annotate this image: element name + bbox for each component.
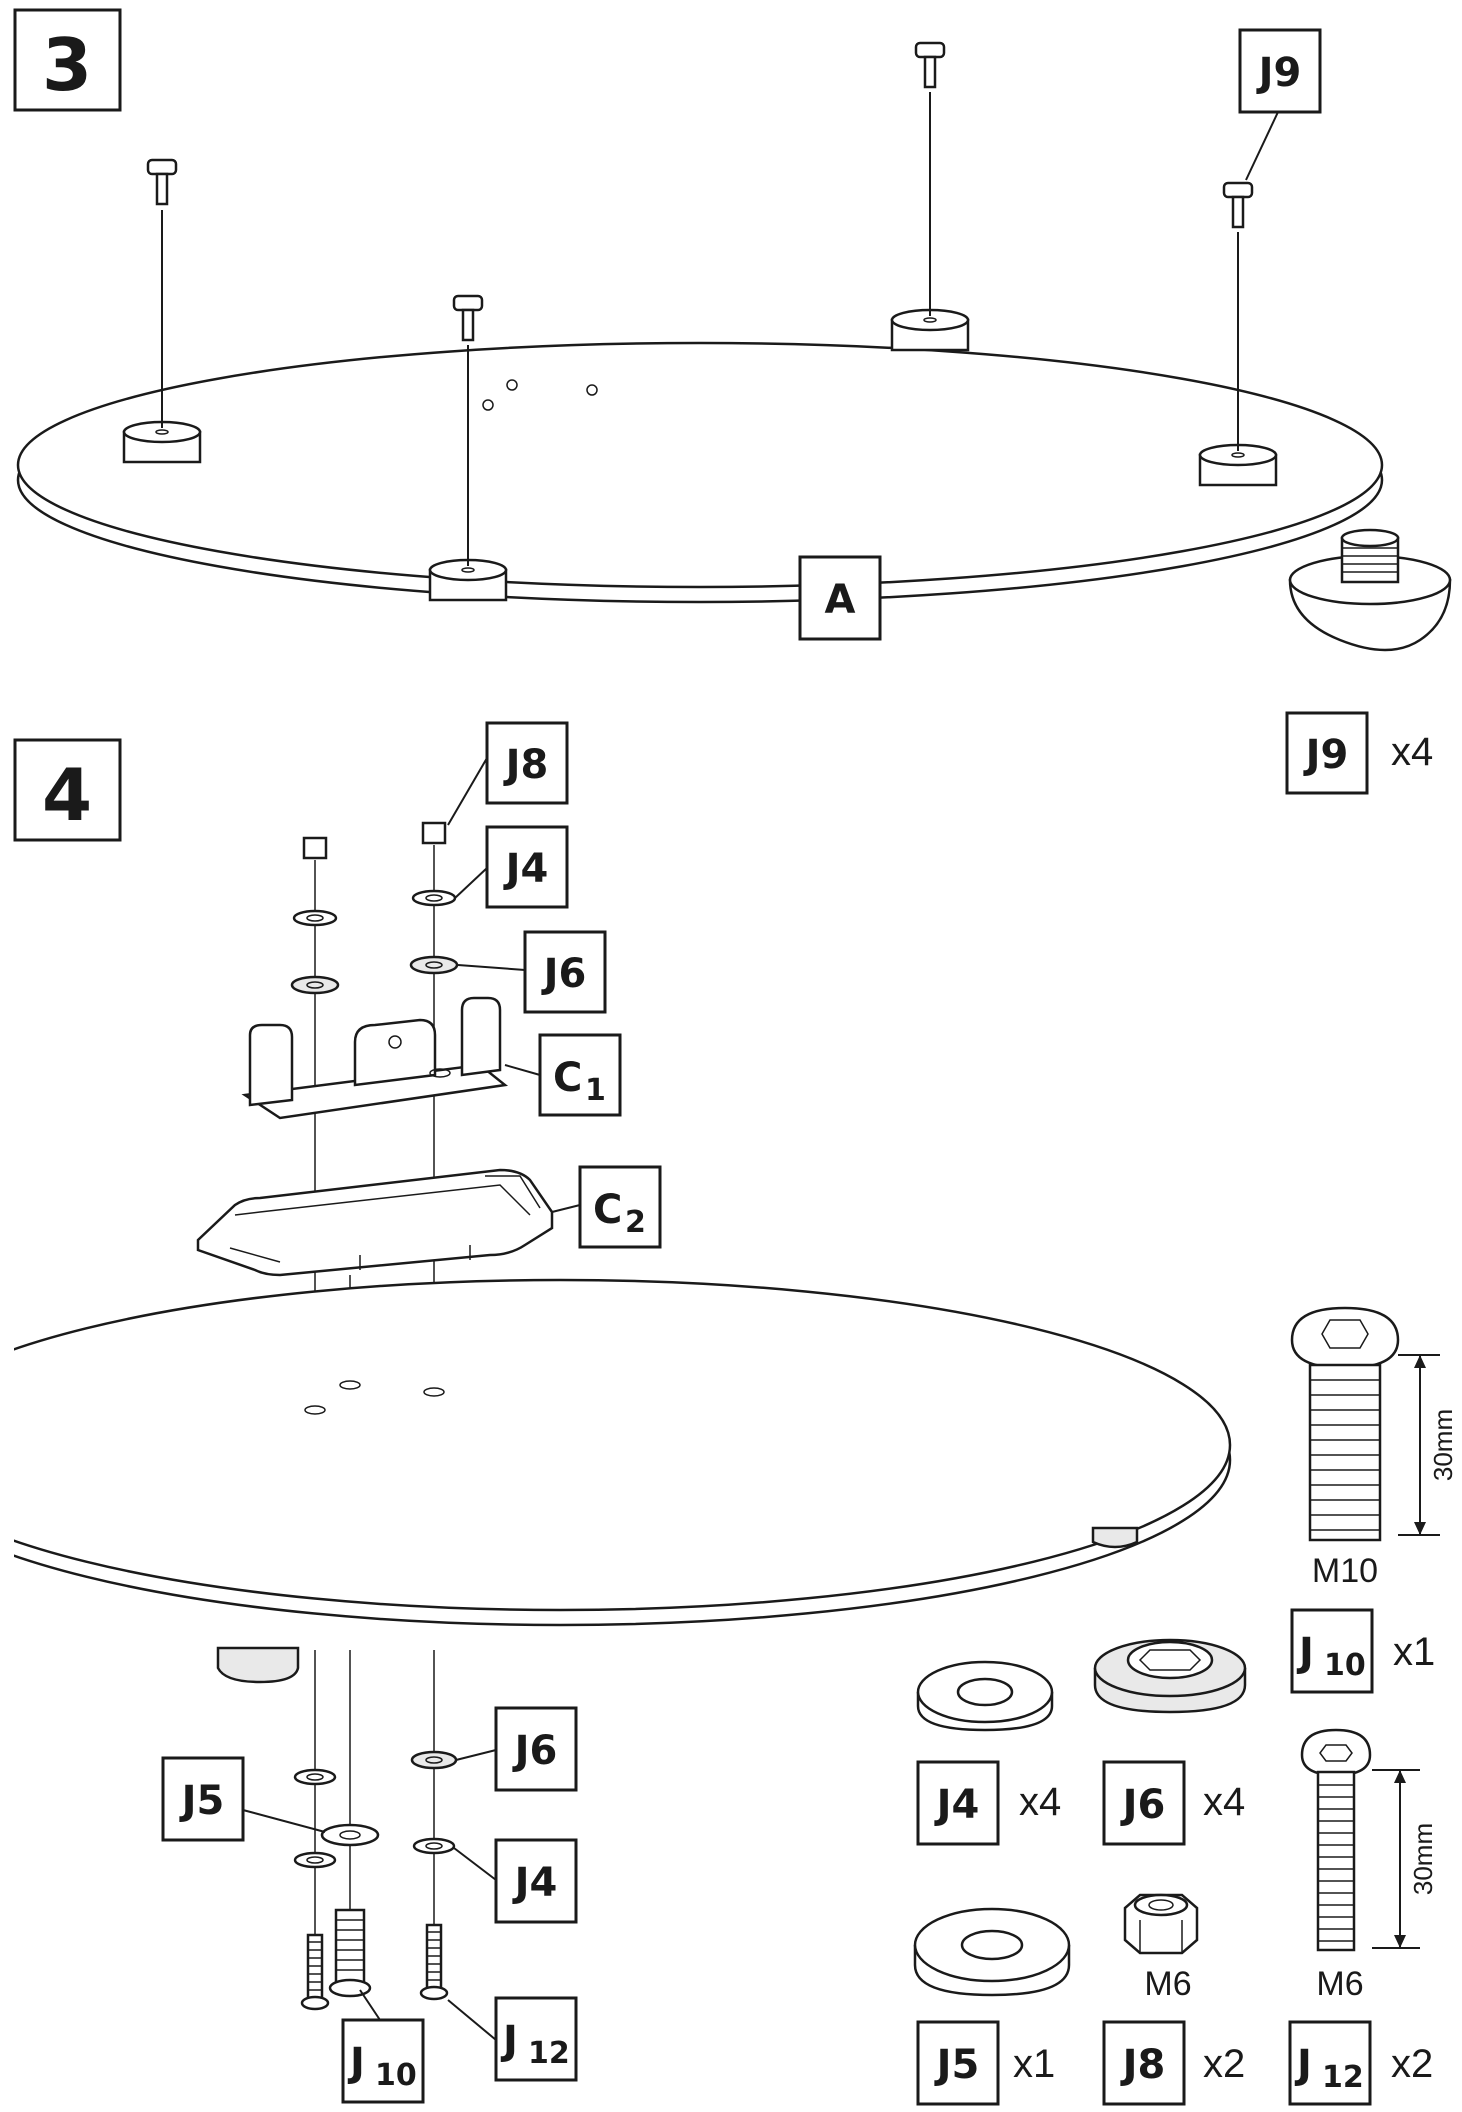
svg-text:30mm: 30mm [1408, 1823, 1438, 1895]
housing-C2 [196, 1168, 554, 1277]
svg-text:1: 1 [585, 1073, 606, 1108]
svg-text:J4: J4 [512, 1860, 558, 1906]
glide-foot-J9 [146, 158, 178, 428]
nut-J8 [302, 836, 328, 860]
washer-J4 [411, 889, 457, 907]
svg-text:J: J [347, 2040, 365, 2086]
foot-pad [1198, 443, 1278, 487]
svg-text:J: J [1294, 2042, 1312, 2088]
svg-text:x4: x4 [1203, 1780, 1245, 1824]
bolt-J12 [300, 1933, 330, 2011]
callout-J5: J5 [161, 1756, 326, 1842]
legend-J9: J9 x4 [1285, 528, 1452, 795]
svg-text:J6: J6 [512, 1728, 558, 1774]
svg-text:J6: J6 [1120, 1782, 1166, 1828]
svg-text:J6: J6 [541, 951, 587, 997]
svg-text:10: 10 [1324, 1648, 1366, 1683]
table-top-A [16, 341, 1384, 604]
legend-washer-J4: J4 x4 [916, 1660, 1061, 1846]
svg-text:x4: x4 [1391, 730, 1433, 774]
svg-text:M6: M6 [1316, 1965, 1363, 2003]
svg-text:J5: J5 [934, 2042, 980, 2088]
glide-foot-J9 [914, 41, 946, 316]
foot-pad [428, 558, 508, 602]
svg-text:12: 12 [528, 2036, 570, 2071]
svg-text:A: A [825, 577, 856, 623]
washer-J4 [293, 1768, 337, 1786]
washer-J6 [409, 955, 459, 975]
callout-J8: J8 [447, 721, 569, 826]
svg-text:x1: x1 [1013, 2042, 1055, 2086]
callout-J10: J 10 [341, 1989, 425, 2104]
svg-text:30mm: 30mm [1428, 1409, 1458, 1481]
step-3-badge: 3 [13, 8, 122, 112]
callout-C1: C 1 [504, 1033, 622, 1117]
svg-text:M10: M10 [1312, 1552, 1378, 1590]
svg-text:J5: J5 [179, 1778, 225, 1824]
svg-text:J8: J8 [503, 742, 549, 788]
glide-foot-J9 [1222, 181, 1254, 451]
svg-text:12: 12 [1322, 2060, 1364, 2095]
svg-text:J4: J4 [503, 846, 549, 892]
step-4-badge: 4 [13, 738, 122, 842]
callout-J6-bottom: J6 [455, 1706, 578, 1792]
table-top-step4 [0, 1278, 1232, 1684]
svg-text:C: C [593, 1187, 622, 1233]
svg-text:J9: J9 [1256, 50, 1302, 96]
legend-bolt-M10: 30mm M10 J 10 x1 [1290, 1306, 1458, 1694]
foot-pad [122, 420, 202, 464]
callout-J6-top: J6 [457, 930, 607, 1014]
legend-washer-J6: J6 x4 [1093, 1638, 1247, 1846]
washer-J6 [410, 1750, 458, 1770]
svg-text:x1: x1 [1393, 1630, 1435, 1674]
svg-text:C: C [553, 1055, 582, 1101]
svg-text:x2: x2 [1391, 2042, 1433, 2086]
foot-pad [890, 308, 970, 352]
washer-J4 [292, 909, 338, 927]
legend-nut-J8: M6 J8 x2 [1102, 1893, 1245, 2106]
washer-J4 [293, 1851, 337, 1869]
washer-J6 [290, 975, 340, 995]
callout-J4-top: J4 [454, 825, 569, 909]
svg-text:J9: J9 [1303, 732, 1349, 778]
svg-text:J4: J4 [934, 1782, 980, 1828]
callout-C2: C 2 [551, 1165, 662, 1249]
washer-J4 [412, 1837, 456, 1855]
svg-text:x2: x2 [1203, 2042, 1245, 2086]
svg-text:M6: M6 [1144, 1965, 1191, 2003]
label-A: A [798, 555, 882, 641]
legend-washer-J5: J5 x1 [913, 1907, 1071, 2106]
svg-text:x4: x4 [1019, 1780, 1061, 1824]
bracket-C1 [241, 996, 509, 1120]
svg-text:J: J [1296, 1630, 1314, 1676]
svg-text:10: 10 [375, 2058, 417, 2093]
bolt-J12 [419, 1923, 449, 2001]
callout-J4-bottom: J4 [453, 1838, 578, 1924]
callout-J9: J9 [1238, 28, 1322, 181]
legend-bolt-M6: 30mm M6 J 12 x2 [1288, 1728, 1438, 2106]
svg-text:J8: J8 [1120, 2042, 1166, 2088]
svg-text:4: 4 [42, 753, 92, 837]
washer-J5 [320, 1823, 380, 1847]
glide-foot-J9 [452, 294, 484, 566]
callout-J12: J 12 [447, 1996, 578, 2082]
nut-J8 [421, 821, 447, 845]
svg-text:J: J [500, 2018, 518, 2064]
bolt-J10 [328, 1908, 372, 1998]
svg-text:3: 3 [42, 23, 92, 107]
svg-text:2: 2 [625, 1205, 646, 1240]
